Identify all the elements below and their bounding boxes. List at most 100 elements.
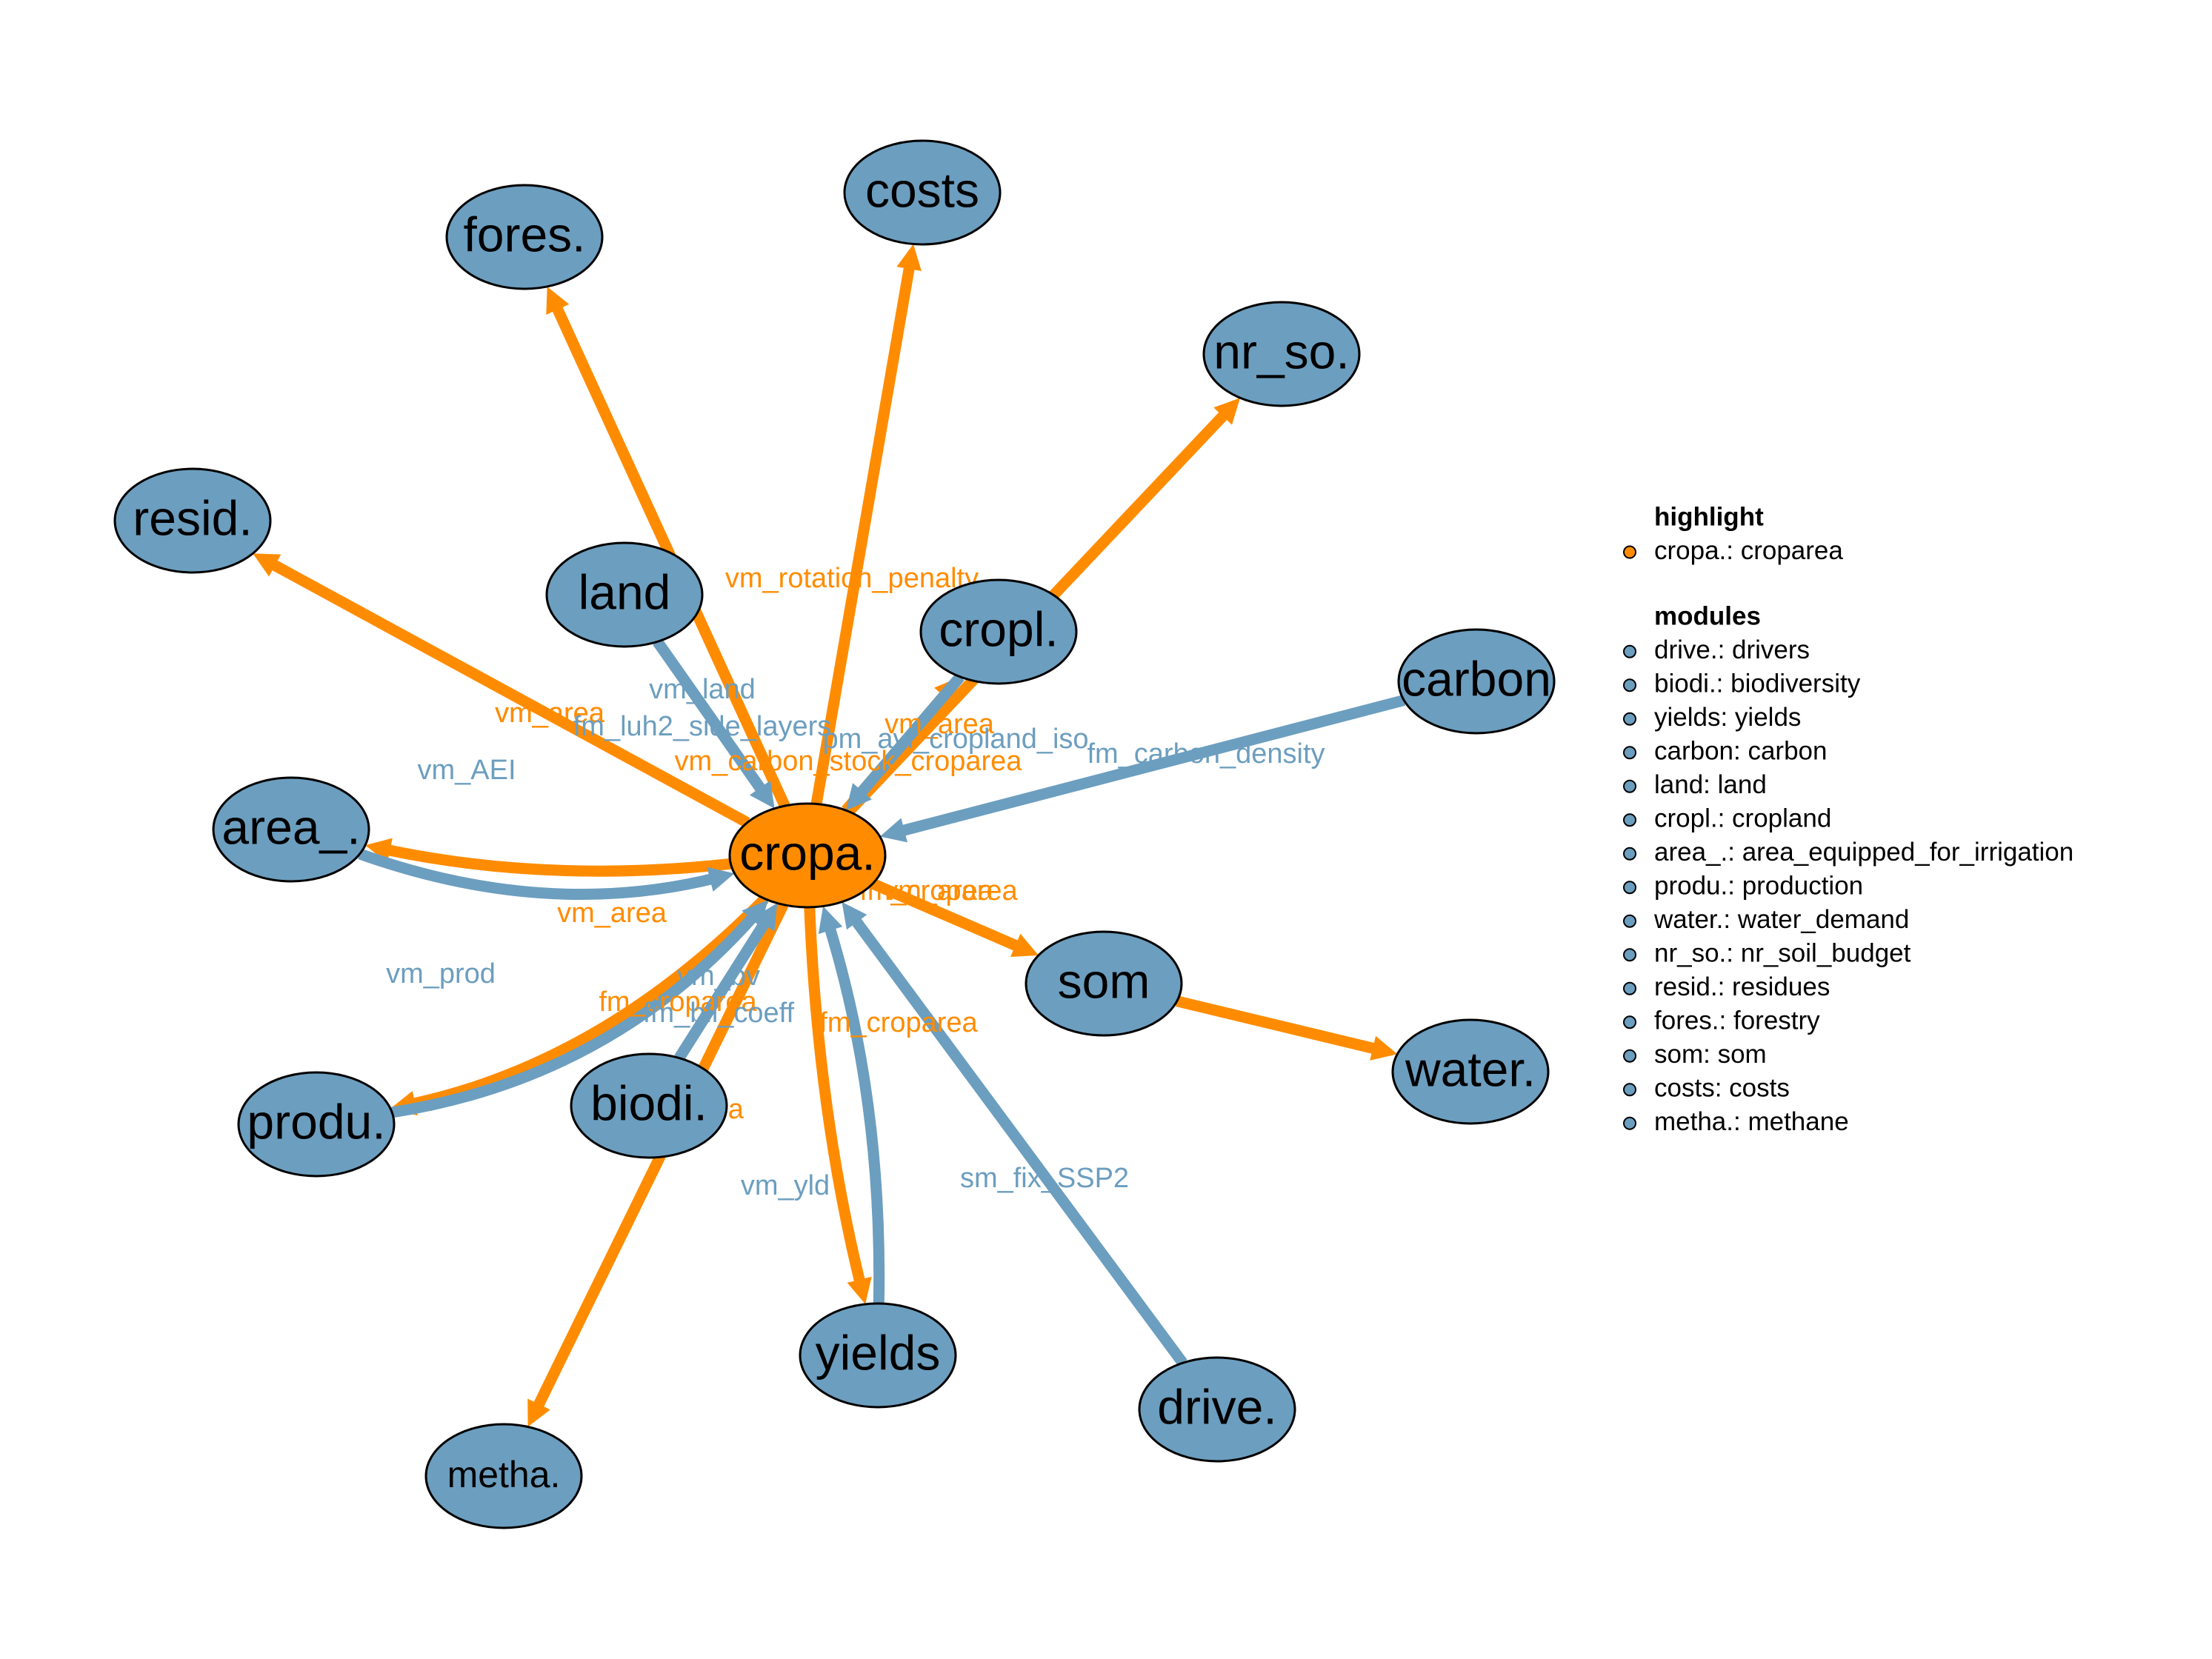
legend-item-label: resid.: residues [1654,972,1830,1001]
edge-cropl-to-cropa [845,672,965,811]
legend-swatch [1623,746,1636,760]
edge-arrowhead [847,1276,872,1304]
edge-arrowhead [842,901,867,930]
node-label: produ. [247,1094,385,1149]
legend-item-label: costs: costs [1654,1073,1790,1102]
edge-arrowhead [845,783,872,811]
edge-arrowhead [1010,933,1039,958]
node-label: nr_so. [1213,324,1349,378]
node-carbon[interactable]: carbon [1397,628,1556,735]
nodes-layer: cropa. fores. costs nr_so. resid. land cropl. c… [113,139,1556,1529]
node-resid[interactable]: resid. [113,467,272,574]
legend-swatch [1623,981,1636,995]
edge-cropa-to-resid [253,553,750,828]
edge-line [531,902,789,1412]
node-ellipse [728,802,887,909]
edge-label: fm_bii_coeff [643,998,795,1029]
node-metha[interactable]: metha. [424,1423,583,1529]
node-nr_so[interactable]: nr_so. [1202,301,1361,407]
edge-label: vm_area [495,698,605,729]
node-area[interactable]: area_. [212,776,370,883]
legend-item-label: carbon: carbon [1654,736,1827,765]
legend-item-label: biodi.: biodiversity [1654,669,1861,698]
legend-item-label: nr_so.: nr_soil_budget [1654,938,1911,967]
edge-biodi-to-cropa [674,903,778,1061]
legend-swatch [1623,545,1636,559]
edge-label: vm_prod [386,958,496,989]
node-ellipse [843,139,1002,246]
node-cropa[interactable]: cropa. [728,802,887,909]
edge-label: sm_fix_SSP2 [960,1163,1129,1194]
node-fores[interactable]: fores. [445,184,604,290]
legend-item-label: som: som [1654,1040,1767,1069]
node-label: land [579,564,671,619]
edge-line [854,672,965,799]
edge-cropa-to-metha [527,902,789,1427]
node-ellipse [919,578,1078,685]
edge-label: vm_land [649,674,756,705]
legend-swatch [1623,644,1636,658]
node-label: cropl. [939,601,1058,656]
edge-line [384,844,732,877]
legend-item-label: produ.: production [1654,871,1863,900]
legend-modules-title: modules [1654,601,1761,630]
edge-line [849,915,1187,1366]
edge-line [870,878,1022,952]
legend-item-label: cropa.: croparea [1654,536,1843,565]
legend-swatch [1623,1083,1636,1097]
edge-arrowhead [818,906,843,935]
edge-label: vm_area [884,875,994,907]
legend-item-label: water.: water_demand [1653,905,1909,934]
edge-drive-to-cropa [842,901,1187,1366]
legend-item: nr_so.: nr_soil_budget [1623,938,1911,967]
node-water[interactable]: water. [1391,1018,1550,1125]
node-costs[interactable]: costs [843,139,1002,246]
node-ellipse [212,776,370,883]
legend-item: metha.: methane [1623,1107,1849,1136]
edge-arrowhead [546,286,570,315]
node-label: water. [1405,1041,1536,1096]
node-biodi[interactable]: biodi. [570,1052,728,1159]
node-drive[interactable]: drive. [1138,1356,1296,1463]
legend-item-label: cropl.: cropland [1654,804,1831,832]
node-label: carbon [1402,651,1551,706]
node-produ[interactable]: produ. [237,1071,396,1178]
edge-line [810,263,916,805]
node-cropl[interactable]: cropl. [919,578,1078,685]
edge-som-to-water [1176,995,1398,1061]
edge-line [653,638,768,795]
edge-arrowhead [707,867,735,892]
node-ellipse [424,1423,583,1529]
edge-label: fm_croparea [599,987,757,1018]
node-som[interactable]: som [1025,930,1183,1037]
edge-cropa-to-area [365,838,732,877]
legend-swatch [1623,881,1636,895]
edge-label: pm_avl_cropland_iso [822,724,1088,755]
legend-swatch [1623,914,1636,928]
node-label: costs [865,162,979,217]
node-ellipse [445,184,604,290]
node-yields[interactable]: yields [799,1302,957,1409]
node-ellipse [1391,1018,1550,1125]
edge-label: vm_area [557,898,667,929]
edge-label: fm_croparea [859,875,1018,907]
edge-line [1176,995,1379,1055]
node-ellipse [1025,930,1183,1037]
node-label: drive. [1157,1379,1276,1434]
edge-label: vm_carbon_stock_croparea [675,746,1023,777]
edge-arrowhead [753,903,778,932]
edge-label: vm_AEI [417,755,516,786]
node-label: resid. [133,490,252,545]
node-label: metha. [447,1454,561,1495]
edge-arrowhead [253,553,282,577]
node-land[interactable]: land [545,541,704,648]
legend-swatch [1623,779,1636,793]
node-ellipse [1202,301,1361,407]
node-ellipse [113,467,272,574]
edge-cropa-to-som [870,878,1039,958]
legend-item: resid.: residues [1623,972,1830,1001]
edge-labels-layer: vm_areavm_rotation_penaltyvm_areavm_area… [386,563,1325,1201]
legend-item: drive.: drivers [1623,635,1810,664]
edge-cropa-to-costs [810,244,922,805]
